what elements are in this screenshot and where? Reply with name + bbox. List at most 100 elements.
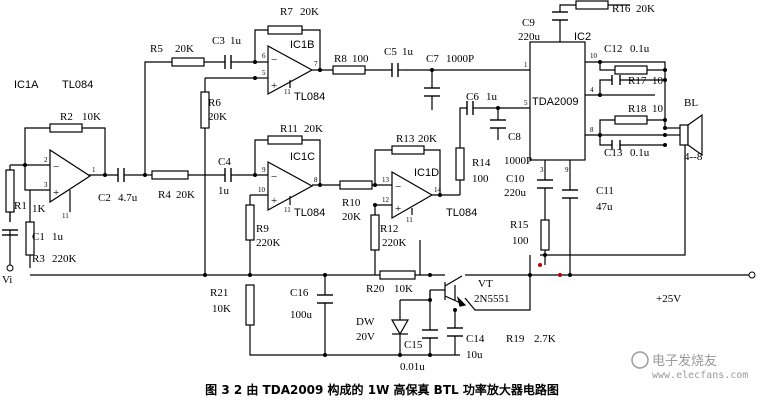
svg-text:1u: 1u [52,231,64,243]
svg-text:1K: 1K [32,203,46,215]
svg-text:R3: R3 [32,253,45,265]
svg-text:TL084: TL084 [294,91,325,103]
junction-marker [558,273,562,277]
svg-text:10K: 10K [82,111,101,123]
opamp-ic1d [391,170,434,220]
svg-text:20K: 20K [175,43,194,55]
wiring [9,4,750,356]
svg-text:R7: R7 [280,6,293,18]
svg-text:+25V: +25V [656,293,681,305]
svg-text:C15: C15 [404,339,423,351]
resistor-r15 [540,219,550,251]
resistor-r7 [267,25,303,35]
svg-text:C4: C4 [218,156,231,168]
resistor-r17 [614,65,648,75]
resistor-r8 [332,65,366,75]
svg-text:R17: R17 [628,75,647,87]
resistor-r3 [25,221,35,256]
resistor-r11 [339,180,373,190]
svg-text:C1: C1 [32,231,45,243]
svg-text:R6: R6 [208,97,221,109]
svg-text:100u: 100u [290,309,313,321]
junction-marker [538,263,542,267]
svg-text:VT: VT [478,278,493,290]
resistor-r1 [5,169,15,213]
svg-text:−: − [53,161,59,173]
svg-text:R21: R21 [210,287,228,299]
svg-text:13: 13 [382,176,390,184]
input-terminal [6,264,14,272]
svg-text:8: 8 [590,126,594,134]
svg-text:9: 9 [565,166,569,174]
svg-text:8: 8 [314,176,318,184]
svg-text:4--8: 4--8 [684,151,703,163]
svg-text:220K: 220K [382,237,407,249]
svg-text:10K: 10K [394,283,413,295]
svg-text:20K: 20K [636,3,655,15]
svg-text:Vi: Vi [2,274,12,286]
opamp-signs: −+ −+ −+ −+ [53,54,401,215]
resistor-r6 [200,91,210,129]
svg-text:11: 11 [406,216,413,224]
svg-text:47u: 47u [596,201,613,213]
svg-text:C3: C3 [212,35,225,47]
svg-text:R2: R2 [60,111,73,123]
svg-text:IC1B: IC1B [290,39,314,51]
svg-text:−: − [395,181,401,193]
svg-text:14: 14 [434,186,442,194]
svg-text:R16: R16 [612,3,631,15]
svg-text:R11: R11 [280,123,298,135]
svg-text:C8: C8 [508,131,521,143]
svg-text:11: 11 [62,212,69,220]
svg-text:BL: BL [684,97,698,109]
svg-text:100: 100 [472,173,489,185]
svg-text:0.01u: 0.01u [400,361,425,373]
svg-text:220K: 220K [256,237,281,249]
svg-text:2.7K: 2.7K [534,333,556,345]
svg-text:220K: 220K [52,253,77,265]
svg-text:1000P: 1000P [446,53,474,65]
svg-text:R8: R8 [334,53,347,65]
labels: IC1A TL084 R2 10K R1 1K C1 1u R3 220K Vi… [2,3,703,373]
svg-text:+: + [395,203,401,215]
svg-text:C11: C11 [596,185,614,197]
svg-text:R9: R9 [256,223,269,235]
svg-text:100: 100 [512,235,529,247]
svg-text:1u: 1u [402,46,414,58]
svg-text:C13: C13 [604,147,623,159]
resistor-r10 [267,135,303,145]
svg-text:20V: 20V [356,331,375,343]
resistor-r18 [614,115,648,125]
svg-text:+: + [271,195,277,207]
resistor-r12 [370,214,380,251]
svg-text:6: 6 [262,52,266,60]
svg-text:TL084: TL084 [62,79,93,91]
svg-text:R4: R4 [158,189,171,201]
svg-text:R18: R18 [628,103,647,115]
svg-text:10K: 10K [212,303,231,315]
svg-text:0.1u: 0.1u [630,147,650,159]
svg-text:11: 11 [284,206,291,214]
svg-text:3: 3 [540,166,544,174]
svg-text:R10: R10 [342,197,361,209]
capacitor-plates [2,11,621,339]
svg-text:R12: R12 [380,223,398,235]
svg-text:IC1D: IC1D [414,167,439,179]
svg-text:+: + [53,187,59,199]
svg-text:TL084: TL084 [294,207,325,219]
svg-text:IC1A: IC1A [14,79,39,91]
svg-text:R5: R5 [150,43,163,55]
zener-dw [390,319,410,336]
svg-text:C9: C9 [522,17,535,29]
svg-text:R15: R15 [510,219,529,231]
svg-text:20K: 20K [418,133,437,145]
svg-text:10: 10 [258,186,266,194]
ic2-body [529,41,586,161]
resistor-bodies [5,0,648,326]
svg-text:R1: R1 [14,200,27,212]
svg-text:20K: 20K [342,211,361,223]
svg-text:R20: R20 [366,283,385,295]
svg-text:10: 10 [590,52,598,60]
